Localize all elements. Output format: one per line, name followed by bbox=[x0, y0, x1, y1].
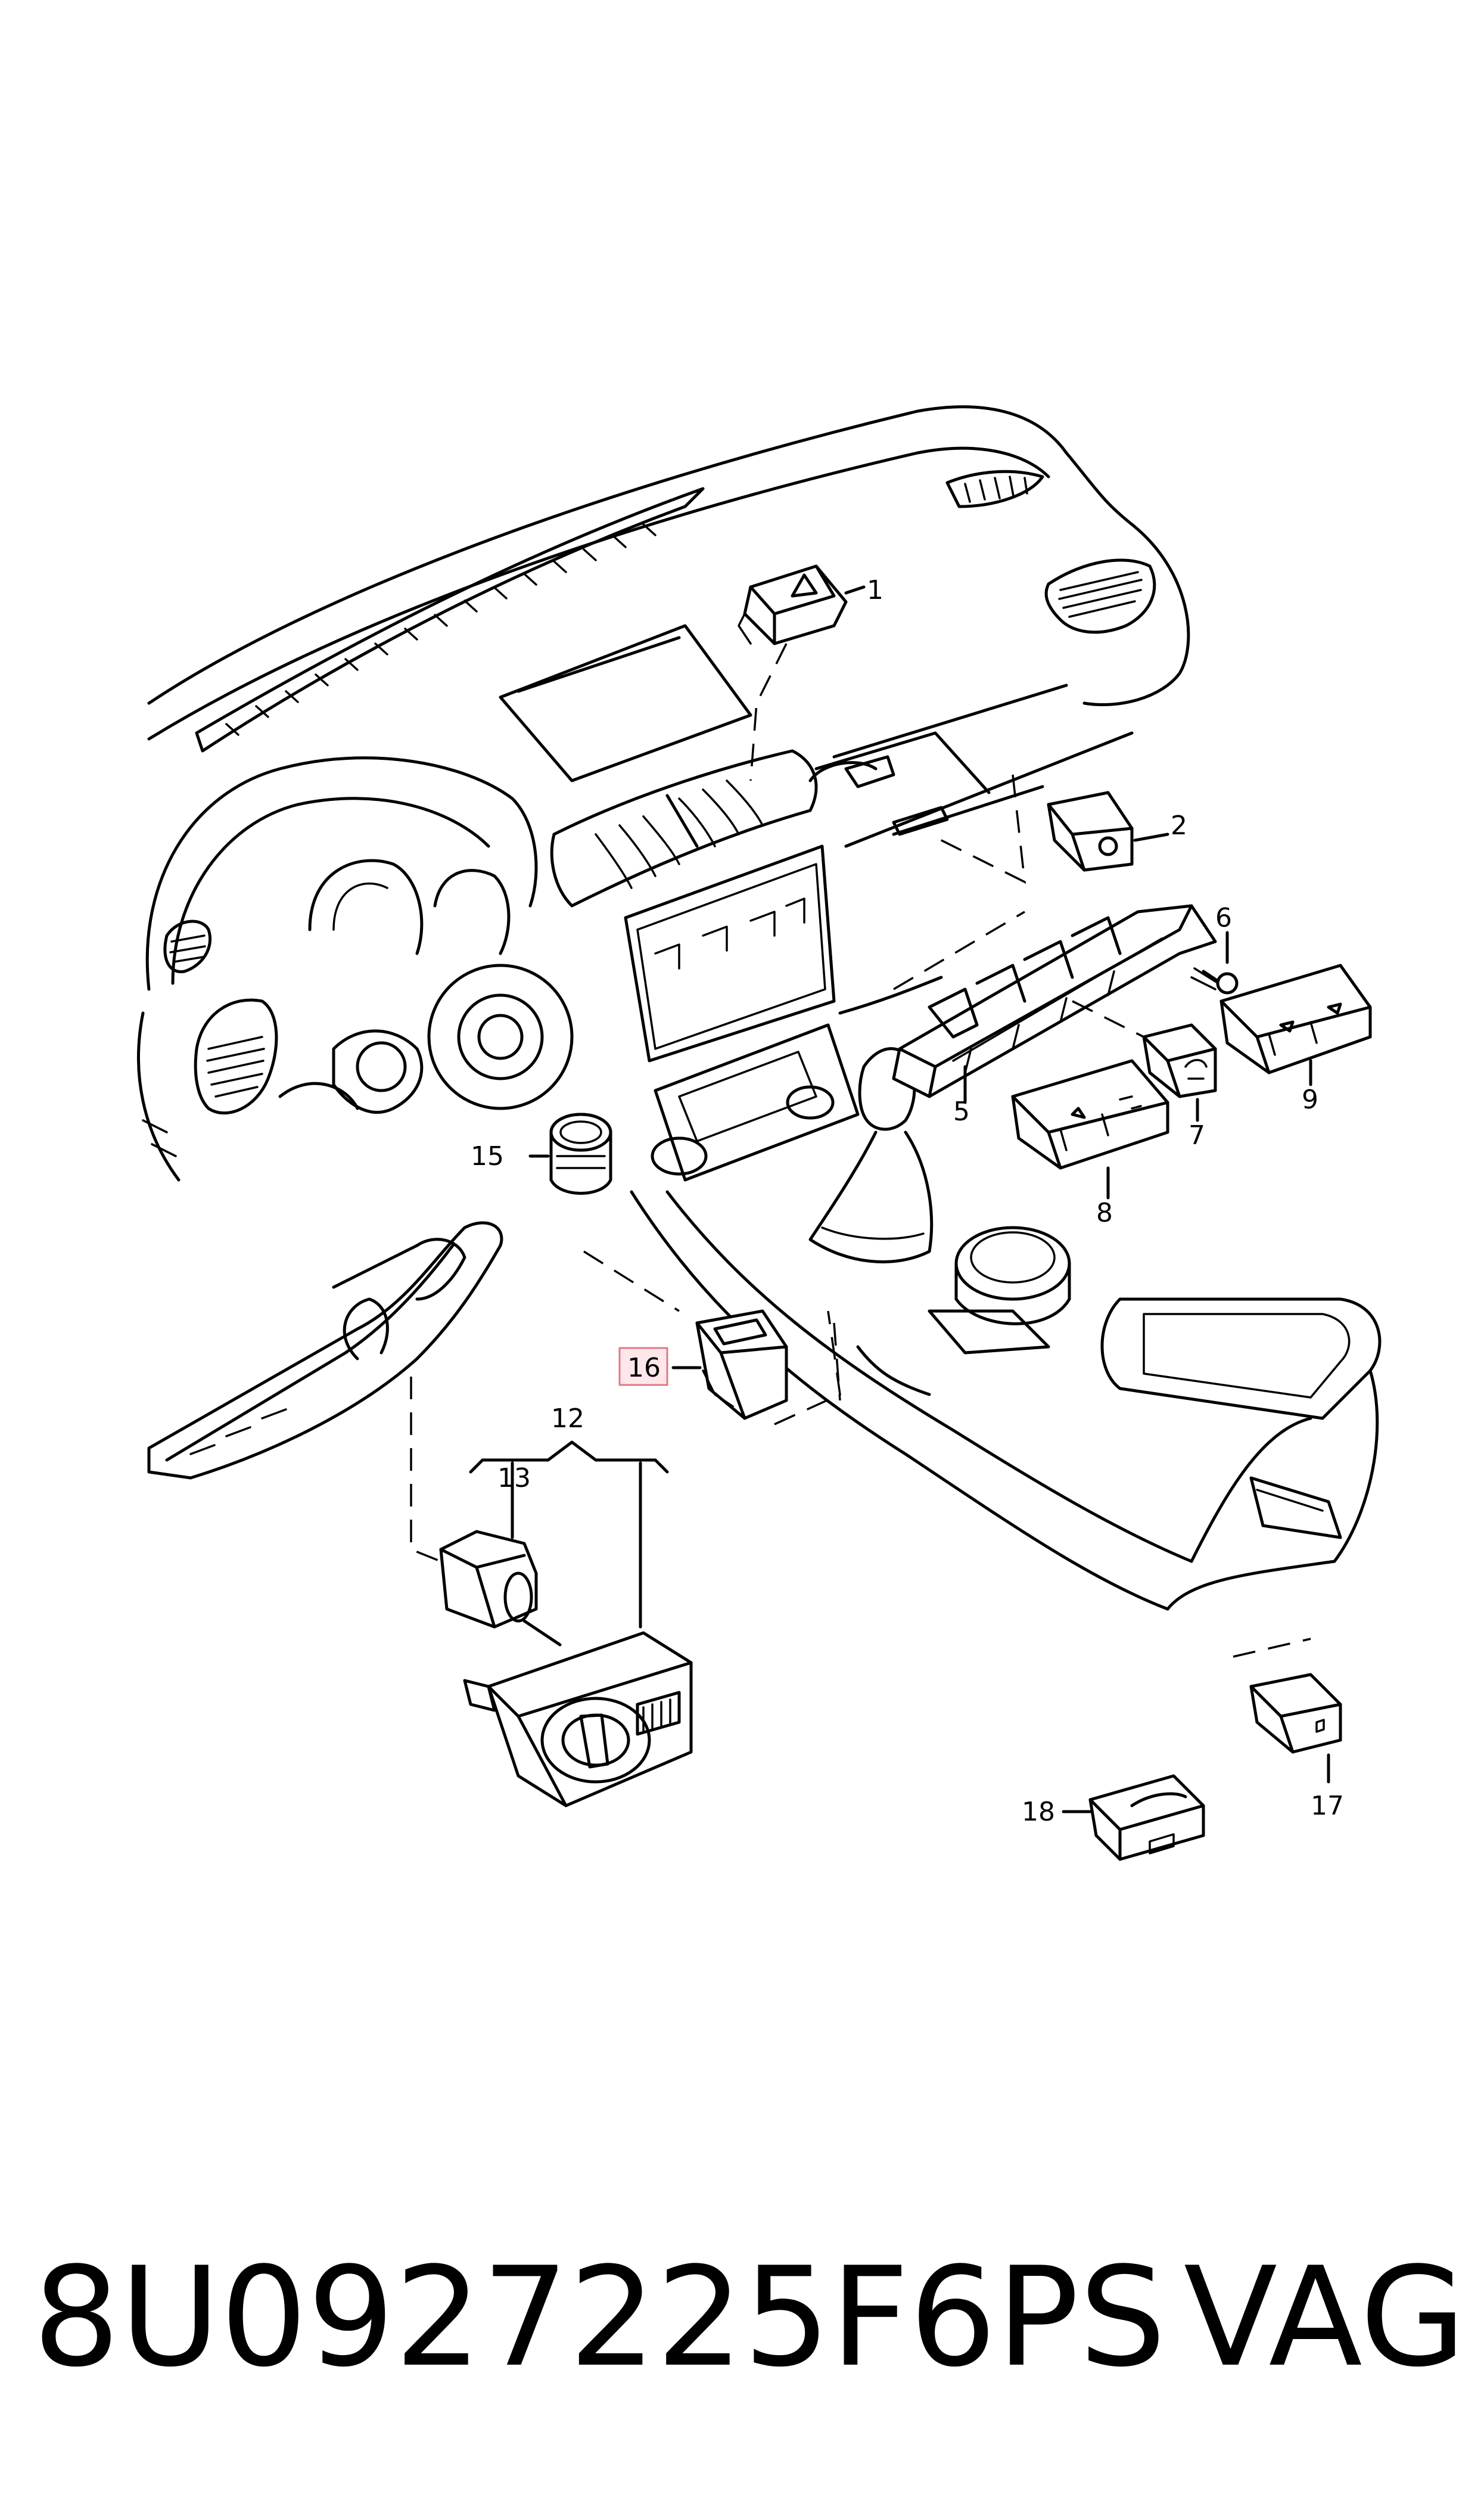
part-7-switch bbox=[1072, 1000, 1217, 1122]
part-15-start-button bbox=[528, 1113, 612, 1195]
part-9-switch-block bbox=[1219, 964, 1372, 1086]
callout-13: 13 bbox=[497, 1463, 531, 1493]
part-5-switch-carrier bbox=[892, 904, 1217, 1104]
part-12-light-switch bbox=[463, 1631, 693, 1807]
callout-16-highlight bbox=[618, 1347, 668, 1386]
callout-16: 16 bbox=[627, 1353, 661, 1383]
callout-7: 7 bbox=[1189, 1120, 1205, 1151]
callout-labels: 1 2 5 6 7 8 9 12 13 15 16 17 18 bbox=[471, 575, 1344, 1827]
part-1-hazard-switch bbox=[738, 564, 866, 781]
part-13-light-knob bbox=[410, 1377, 562, 1647]
lower-trim-panel bbox=[147, 1221, 503, 1480]
part-12-bracket bbox=[469, 1440, 669, 1629]
callout-5: 5 bbox=[953, 1097, 970, 1127]
callout-17: 17 bbox=[1311, 1791, 1344, 1821]
callout-18: 18 bbox=[1022, 1797, 1055, 1827]
defroster-vent-grille bbox=[225, 523, 657, 736]
callout-8: 8 bbox=[1096, 1198, 1113, 1228]
callout-9: 9 bbox=[1302, 1085, 1318, 1115]
part-18-switch bbox=[1062, 1774, 1205, 1861]
callout-15: 15 bbox=[471, 1141, 504, 1172]
part-6-screw bbox=[1190, 931, 1239, 995]
callout-1: 1 bbox=[867, 575, 883, 605]
part-8-switch-block bbox=[1011, 1059, 1169, 1200]
dashboard-drawing bbox=[137, 405, 1190, 1182]
callout-6: 6 bbox=[1215, 903, 1232, 933]
part-17-switch bbox=[1233, 1638, 1342, 1784]
part-2-switch bbox=[929, 774, 1169, 884]
part-16-switch bbox=[583, 1250, 841, 1425]
centre-console-drawing bbox=[630, 1047, 1382, 1611]
part-number: 8U0927225F6PS bbox=[33, 2238, 1166, 2397]
callout-2: 2 bbox=[1171, 810, 1187, 841]
footer-part-number-line: 8U0927225F6PS VAG bbox=[0, 2229, 1484, 2408]
callout-12: 12 bbox=[551, 1403, 584, 1434]
brand-label: VAG bbox=[1183, 2238, 1466, 2397]
